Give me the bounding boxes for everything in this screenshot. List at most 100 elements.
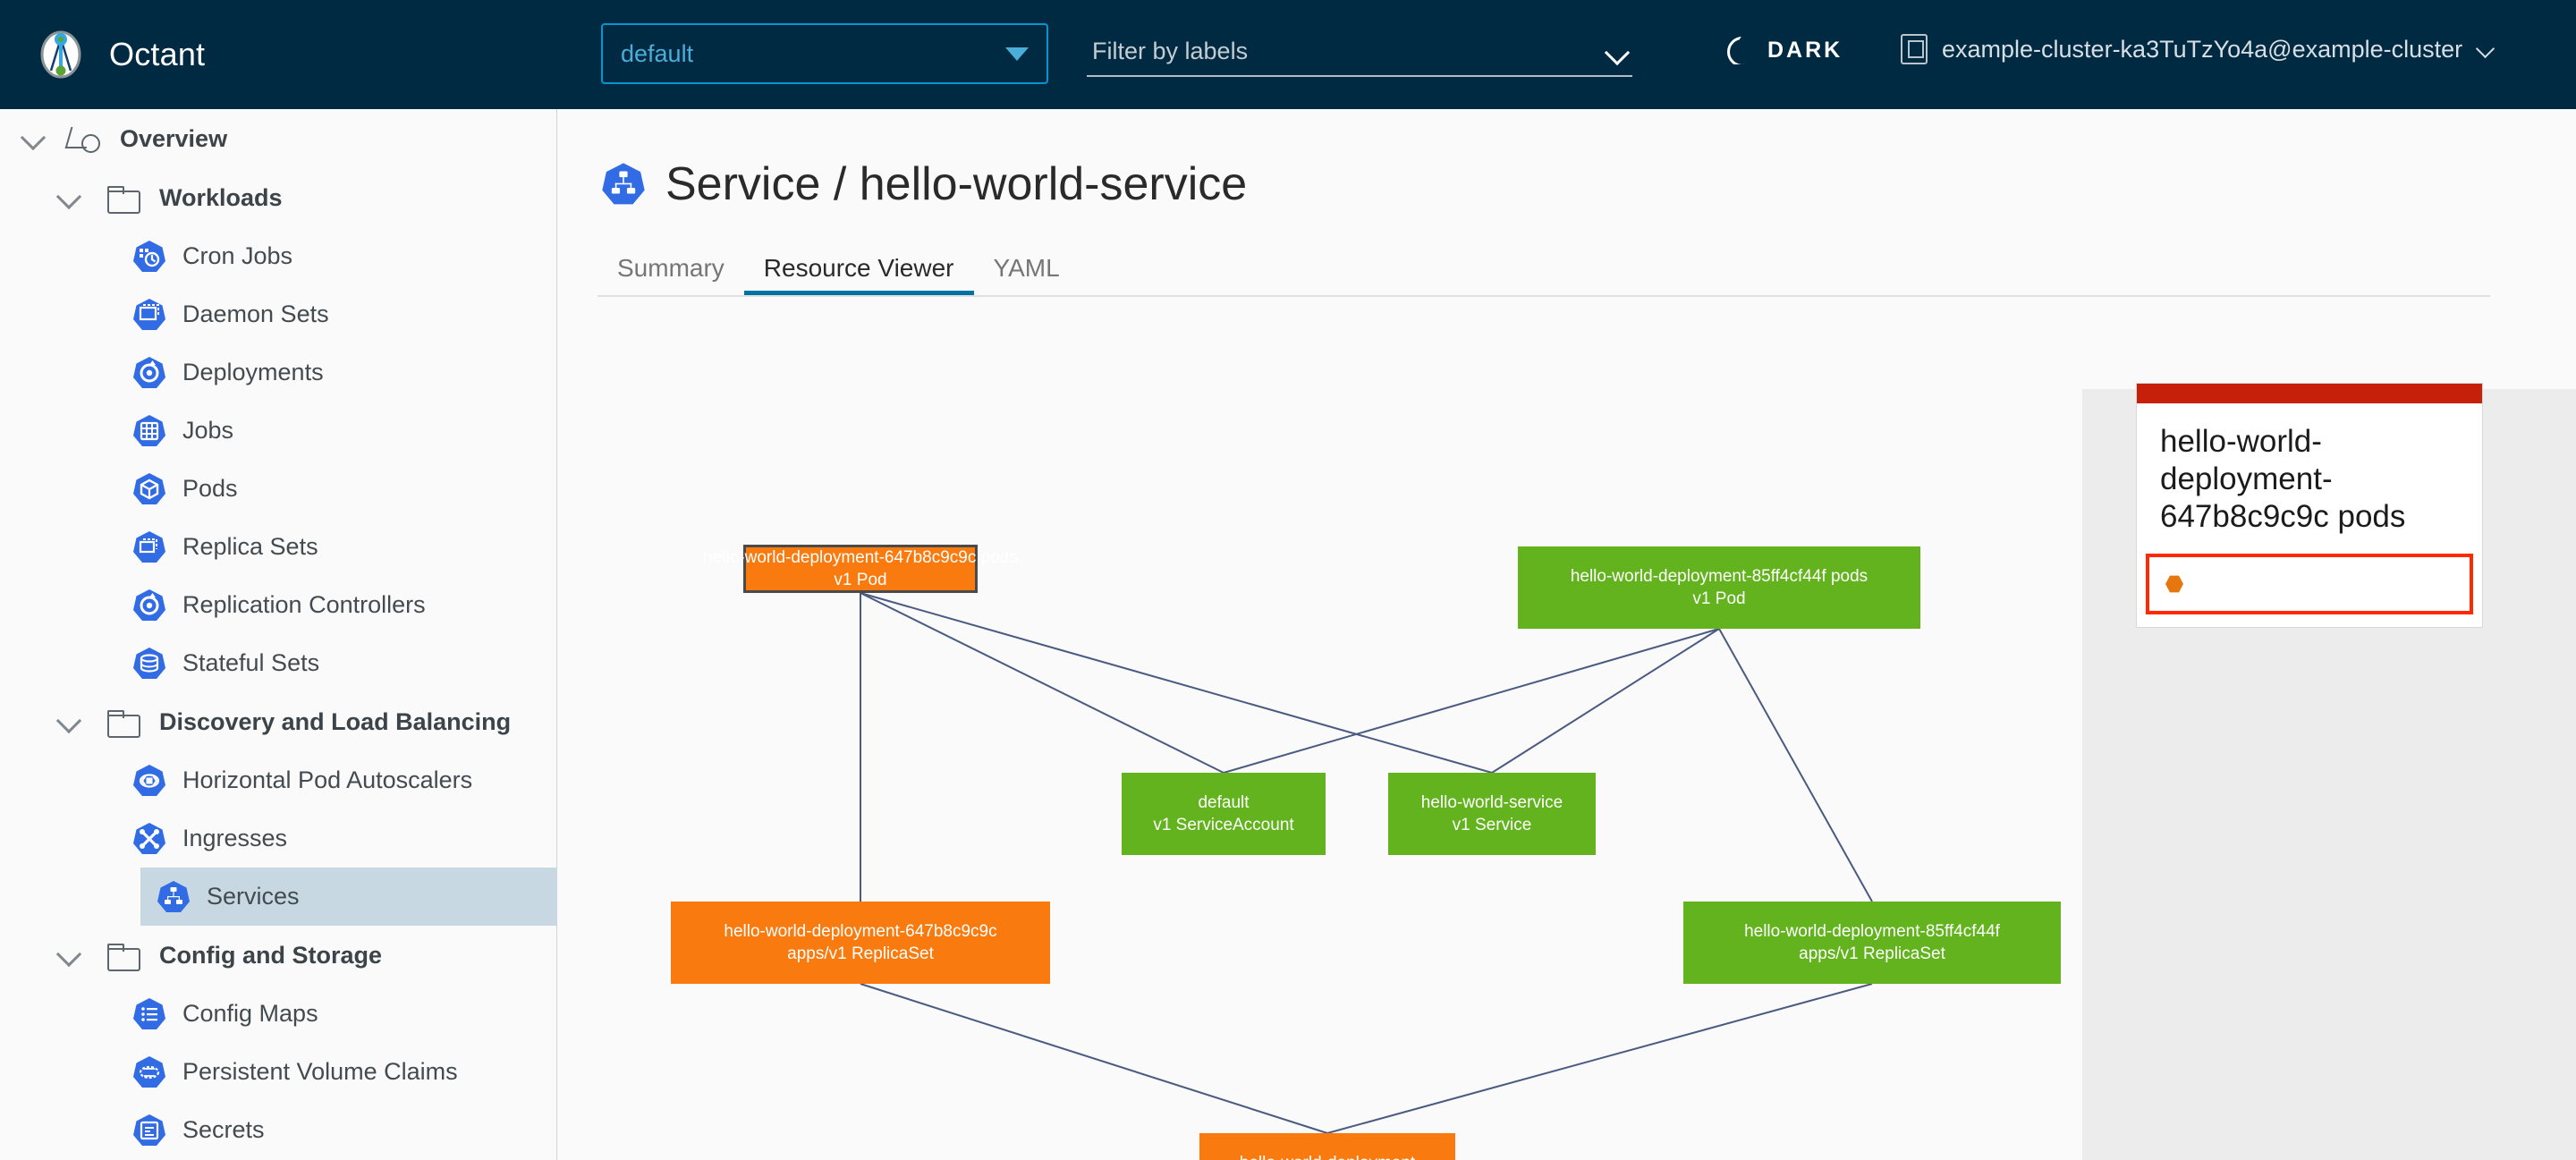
tab-summary[interactable]: Summary	[597, 254, 744, 295]
sidebar-item-label: Replication Controllers	[182, 591, 426, 619]
pod-icon	[132, 472, 166, 506]
sidebar-item-pods[interactable]: Pods	[0, 460, 556, 518]
statefulset-icon	[132, 647, 166, 681]
daemonset-icon	[132, 298, 166, 332]
graph-node-name: hello-world-service	[1421, 792, 1563, 814]
graph-node-svc[interactable]: hello-world-servicev1 Service	[1388, 773, 1596, 855]
cluster-selector[interactable]: example-cluster-ka3TuTzYo4a@example-clus…	[1901, 34, 2495, 64]
page-header: Service / hello-world-service	[558, 109, 2576, 211]
top-bar: Octant default Filter by labels DARK exa…	[0, 0, 2576, 109]
chevron-down-icon[interactable]	[20, 125, 47, 152]
sidebar-item-replica-sets[interactable]: Replica Sets	[0, 518, 556, 576]
pvc-icon	[132, 1055, 166, 1089]
sidebar-item-label: Overview	[120, 125, 227, 153]
sidebar-item-discovery-and-load-balancing[interactable]: Discovery and Load Balancing	[0, 692, 556, 751]
label-filter-input[interactable]: Filter by labels	[1087, 27, 1632, 77]
graph-node-rs-85f[interactable]: hello-world-deployment-85ff4cf44fapps/v1…	[1683, 902, 2061, 984]
sidebar-item-label: Replica Sets	[182, 533, 318, 561]
graph-node-name: hello-world-deployment-647b8c9c9c pods	[703, 546, 1018, 569]
tab-yaml[interactable]: YAML	[974, 254, 1080, 295]
cluster-icon	[1901, 34, 1928, 64]
sidebar-item-secrets[interactable]: Secrets	[0, 1101, 556, 1159]
service-icon	[601, 162, 646, 207]
sidebar-item-services[interactable]: Services	[140, 868, 557, 926]
chevron-down-icon[interactable]	[55, 184, 82, 211]
graph-edge	[860, 593, 1224, 773]
sidebar-item-label: Daemon Sets	[182, 301, 329, 328]
sidebar-item-deployments[interactable]: Deployments	[0, 343, 556, 402]
graph-edge	[1719, 629, 1872, 902]
sidebar-item-label: Pods	[182, 475, 238, 503]
graph-node-kind: v1 Pod	[1692, 588, 1745, 610]
sidebar-item-label: Persistent Volume Claims	[182, 1058, 458, 1086]
cronjob-icon	[132, 240, 166, 274]
graph-node-name: hello-world-deployment-647b8c9c9c	[724, 920, 996, 943]
folder-icon	[107, 186, 138, 210]
ingress-icon	[132, 822, 166, 856]
detail-card-header-bar	[2137, 384, 2482, 403]
tab-resource-viewer[interactable]: Resource Viewer	[744, 254, 974, 295]
sidebar-item-label: Jobs	[182, 417, 233, 445]
chevron-down-icon[interactable]	[55, 942, 82, 969]
sidebar-item-config-and-storage[interactable]: Config and Storage	[0, 926, 556, 985]
graph-node-deploy[interactable]: hello-world-deploymentapps/v1 Deployment	[1199, 1133, 1455, 1160]
sidebar-item-label: Config Maps	[182, 1000, 318, 1028]
sidebar-item-jobs[interactable]: Jobs	[0, 402, 556, 460]
graph-edge	[1492, 629, 1719, 773]
sidebar-item-replication-controllers[interactable]: Replication Controllers	[0, 576, 556, 634]
chevron-down-icon	[2477, 40, 2495, 58]
sidebar-item-persistent-volume-claims[interactable]: Persistent Volume Claims	[0, 1043, 556, 1101]
cluster-name: example-cluster-ka3TuTzYo4a@example-clus…	[1942, 36, 2462, 64]
page-title: Service / hello-world-service	[665, 157, 1247, 211]
sidebar-item-label: Deployments	[182, 359, 324, 386]
theme-toggle-label: DARK	[1767, 38, 1843, 64]
graph-node-kind: apps/v1 ReplicaSet	[1799, 943, 1945, 965]
label-filter-placeholder: Filter by labels	[1092, 38, 1606, 65]
sidebar-item-cron-jobs[interactable]: Cron Jobs	[0, 227, 556, 285]
main-content: Service / hello-world-service SummaryRes…	[558, 109, 2576, 1160]
chevron-down-icon[interactable]	[55, 708, 82, 735]
rc-icon	[132, 588, 166, 622]
sidebar-item-label: Services	[207, 883, 300, 910]
moon-icon	[1726, 36, 1755, 64]
detail-card-title: hello-world-deployment-647b8c9c9c pods	[2137, 403, 2482, 554]
chevron-down-icon[interactable]	[1606, 39, 1629, 63]
graph-edge	[1327, 984, 1872, 1133]
sidebar-item-config-maps[interactable]: Config Maps	[0, 985, 556, 1043]
sidebar-item-label: Stateful Sets	[182, 649, 319, 677]
sidebar-item-label: Discovery and Load Balancing	[159, 708, 511, 736]
graph-node-pod-647[interactable]: hello-world-deployment-647b8c9c9c podsv1…	[743, 545, 978, 593]
graph-node-kind: apps/v1 ReplicaSet	[787, 943, 934, 965]
deployment-icon	[132, 356, 166, 390]
sidebar-item-workloads[interactable]: Workloads	[0, 168, 556, 227]
namespace-selector[interactable]: default	[601, 23, 1048, 84]
warning-hexagon-icon	[2165, 575, 2183, 593]
graph-node-name: hello-world-deployment-85ff4cf44f pods	[1571, 565, 1868, 588]
node-detail-card[interactable]: hello-world-deployment-647b8c9c9c pods	[2136, 383, 2483, 628]
resource-graph[interactable]: hello-world-deployment-647b8c9c9c podsv1…	[597, 389, 2082, 1160]
caret-down-icon	[1005, 47, 1029, 61]
sidebar-item-ingresses[interactable]: Ingresses	[0, 809, 556, 868]
graph-node-name: default	[1198, 792, 1249, 814]
sidebar: OverviewWorkloadsCron JobsDaemon SetsDep…	[0, 109, 557, 1160]
sidebar-item-daemon-sets[interactable]: Daemon Sets	[0, 285, 556, 343]
sidebar-item-label: Ingresses	[182, 825, 287, 852]
service-icon	[157, 880, 191, 914]
sidebar-item-stateful-sets[interactable]: Stateful Sets	[0, 634, 556, 692]
brand-name: Octant	[109, 36, 205, 73]
graph-node-pod-85f[interactable]: hello-world-deployment-85ff4cf44f podsv1…	[1518, 546, 1920, 629]
graph-edge	[860, 984, 1327, 1133]
graph-node-kind: v1 Service	[1453, 814, 1532, 836]
sidebar-item-label: Secrets	[182, 1116, 265, 1144]
sidebar-item-horizontal-pod-autoscalers[interactable]: Horizontal Pod Autoscalers	[0, 751, 556, 809]
brand[interactable]: Octant	[0, 0, 557, 109]
theme-toggle[interactable]: DARK	[1726, 36, 1843, 64]
sidebar-item-label: Horizontal Pod Autoscalers	[182, 766, 472, 794]
graph-node-sa[interactable]: defaultv1 ServiceAccount	[1122, 773, 1326, 855]
sidebar-item-label: Workloads	[159, 184, 283, 212]
graph-node-rs-647[interactable]: hello-world-deployment-647b8c9c9capps/v1…	[671, 902, 1050, 984]
namespace-value: default	[621, 40, 1005, 68]
graph-node-name: hello-world-deployment-85ff4cf44f	[1744, 920, 2000, 943]
graph-node-kind: v1 Pod	[834, 569, 886, 591]
sidebar-item-overview[interactable]: Overview	[0, 109, 556, 168]
